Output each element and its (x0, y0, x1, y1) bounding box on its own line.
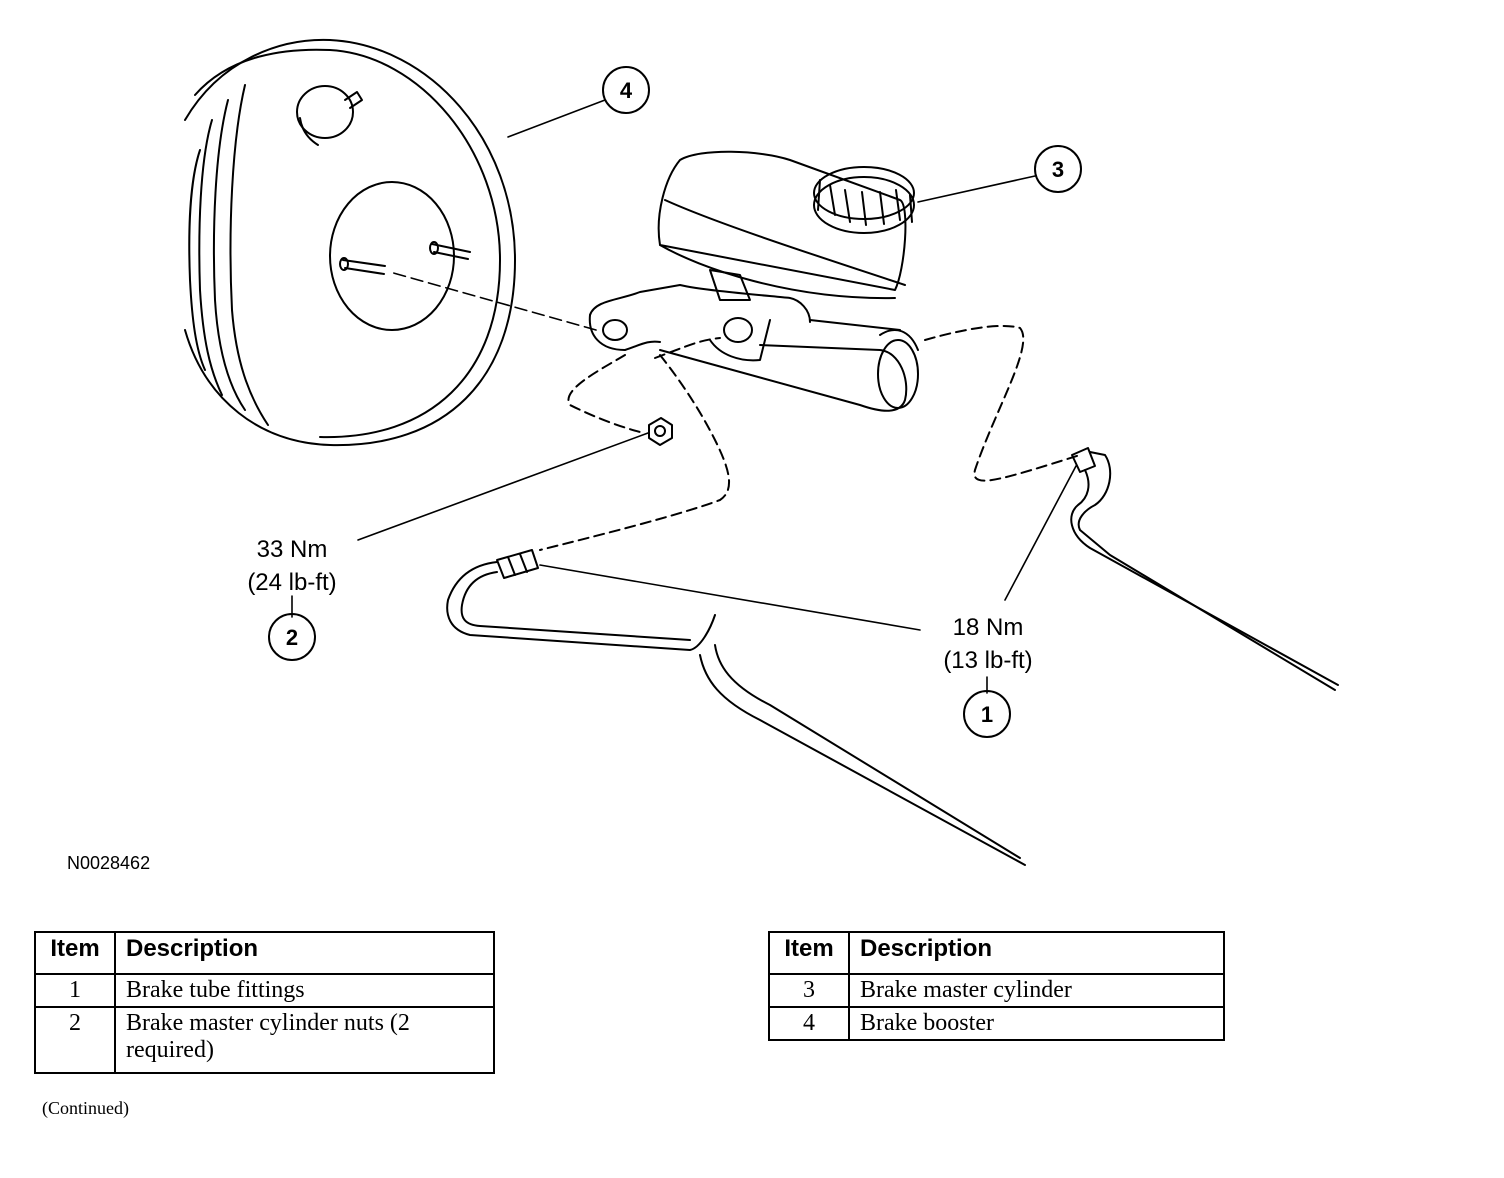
callout-1-circle (963, 690, 1011, 738)
torque-nuts-lbft: (24 lb-ft) (247, 569, 336, 596)
torque-nuts-nm: 33 Nm (257, 536, 328, 563)
callout-3-label: 3 (1052, 157, 1064, 182)
legend-item-number: 1 (34, 973, 116, 1008)
brake-booster (184, 38, 516, 447)
legend-item-number: 4 (768, 1006, 850, 1041)
torque-fittings-lbft: (13 lb-ft) (943, 647, 1032, 674)
legend-item-description: Brake booster (848, 1006, 1225, 1041)
legend-item-description: Brake master cylinder nuts (2 required) (114, 1006, 495, 1074)
legend-table-right: Item Description 3 Brake master cylinder… (768, 931, 1225, 1041)
callout-3-circle (1034, 145, 1082, 193)
legend-header-item: Item (768, 931, 850, 975)
figure-id: N0028462 (67, 853, 151, 873)
table-row: 4 Brake booster (768, 1006, 1225, 1041)
legend-item-number: 2 (34, 1006, 116, 1074)
brake-master-cylinder-diagram: 4 3 2 1 33 Nm (24 lb-ft) 18 Nm (13 lb-ft… (184, 38, 1339, 866)
table-row: 2 Brake master cylinder nuts (2 required… (34, 1006, 495, 1074)
legend-item-description: Brake master cylinder (848, 973, 1225, 1008)
legend-header-description: Description (848, 931, 1225, 975)
legend-header-item: Item (34, 931, 116, 975)
leader-lines (291, 99, 1077, 694)
torque-fittings-nm: 18 Nm (953, 614, 1024, 641)
table-row: 3 Brake master cylinder (768, 973, 1225, 1008)
callout-2-label: 2 (286, 625, 298, 650)
continued-note: (Continued) (42, 1098, 129, 1118)
legend-item-description: Brake tube fittings (114, 973, 495, 1008)
callout-1-label: 1 (981, 702, 993, 727)
callout-circles (268, 66, 1082, 738)
table-row: 1 Brake tube fittings (34, 973, 495, 1008)
brake-tubes (446, 324, 1339, 866)
legend-table-left: Item Description 1 Brake tube fittings 2… (34, 931, 495, 1074)
callout-2-circle (268, 613, 316, 661)
master-cylinder-nut (648, 417, 673, 446)
brake-master-cylinder (588, 150, 919, 412)
legend-header-description: Description (114, 931, 495, 975)
callout-4-circle (602, 66, 650, 114)
callout-4-label: 4 (620, 78, 633, 103)
legend-item-number: 3 (768, 973, 850, 1008)
